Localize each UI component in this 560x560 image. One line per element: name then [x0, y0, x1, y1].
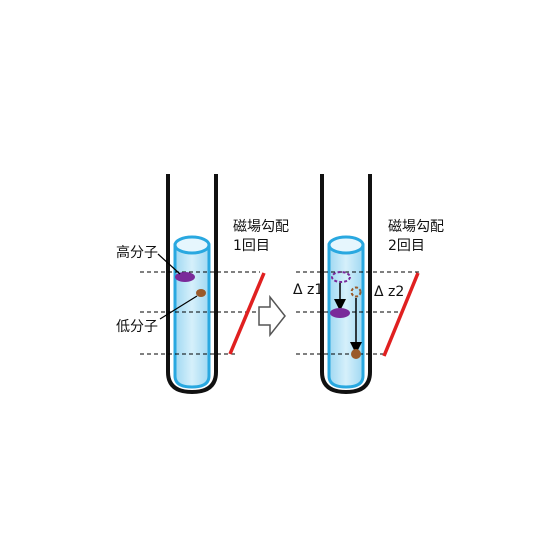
right-low-molecule-previous	[350, 286, 362, 298]
left-gradient-label-line2: 1回目	[233, 238, 270, 254]
right-outer-holder	[320, 174, 372, 395]
left-low-molecule	[196, 289, 206, 297]
right-tube-assembly	[320, 174, 372, 395]
right-tube-top-rim	[327, 235, 365, 255]
right-gradient-label-line2: 2回目	[388, 238, 425, 254]
left-gradient-label-line1: 磁場勾配	[233, 219, 289, 235]
left-tube-assembly	[166, 174, 218, 395]
left-high-leader	[157, 253, 181, 275]
left-gradient-line	[228, 272, 266, 355]
left-tube-top-rim	[173, 235, 211, 255]
low-molecule-label: 低分子	[116, 319, 158, 335]
left-inner-tube	[173, 243, 211, 389]
right-gradient-line	[382, 272, 420, 357]
dz2-label: Δ z2	[374, 284, 405, 300]
left-high-molecule	[175, 272, 195, 282]
right-low-molecule	[351, 349, 361, 359]
right-high-molecule-previous	[331, 271, 351, 283]
left-low-leader	[159, 295, 198, 320]
high-molecule-label: 高分子	[116, 245, 158, 261]
dz1-label: Δ z1	[293, 282, 324, 298]
right-high-molecule	[330, 308, 350, 318]
transition-arrow	[258, 294, 286, 338]
right-gradient-label-line1: 磁場勾配	[388, 219, 444, 235]
left-outer-holder	[166, 174, 218, 395]
